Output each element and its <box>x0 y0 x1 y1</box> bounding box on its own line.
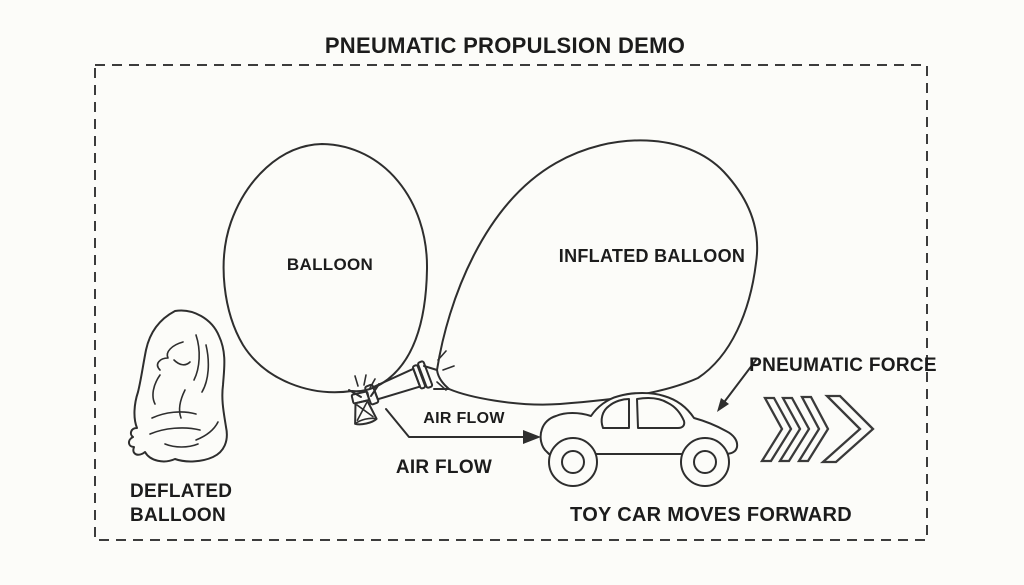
pneumatic-force-leader-arrow <box>717 359 757 412</box>
page-title: PNEUMATIC PROPULSION DEMO <box>325 33 685 58</box>
car-front-wheel <box>548 437 598 487</box>
toy-car-label: TOY CAR MOVES FORWARD <box>570 504 852 526</box>
pneumatic-force-chevrons <box>759 394 875 464</box>
deflated-balloon-label-line2: BALLOON <box>130 505 226 526</box>
toy-car-sketch <box>539 392 739 487</box>
nozzle-connector-sketch <box>350 360 450 426</box>
dashed-frame <box>94 64 928 541</box>
inflated-balloon-label: INFLATED BALLOON <box>559 246 745 266</box>
car-window-front <box>600 398 630 429</box>
pneumatic-force-label: PNEUMATIC FORCE <box>749 355 937 376</box>
balloon-label: BALLOON <box>287 255 373 274</box>
deflated-balloon-sketch <box>128 309 228 463</box>
air-flow-upper-label: AIR FLOW <box>423 410 505 427</box>
air-flow-lower-label: AIR FLOW <box>396 457 492 478</box>
car-rear-wheel <box>680 437 730 487</box>
deflated-balloon-label-line1: DEFLATED <box>130 481 232 502</box>
car-window-rear <box>636 397 686 429</box>
air-flow-arrow <box>385 408 541 444</box>
